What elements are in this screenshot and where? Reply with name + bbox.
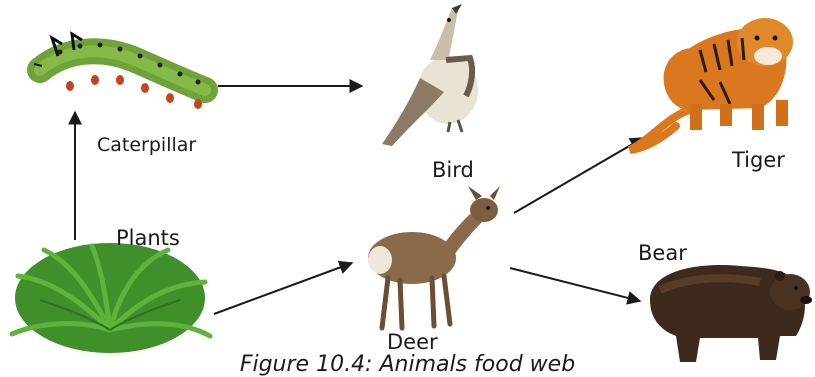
caterpillar-label: Caterpillar bbox=[97, 134, 197, 156]
deer-label: Deer bbox=[387, 330, 438, 354]
bird-icon bbox=[382, 4, 478, 146]
bird-label: Bird bbox=[432, 158, 474, 182]
caterpillar-icon bbox=[27, 31, 218, 109]
plants-icon bbox=[9, 243, 213, 353]
bear-icon bbox=[650, 265, 812, 362]
figure-caption: Figure 10.4: Animals food web bbox=[239, 352, 576, 377]
arrow-deer-to-bear bbox=[509, 267, 642, 305]
arrow-deer-to-tiger bbox=[513, 137, 645, 214]
bear-label: Bear bbox=[638, 241, 687, 265]
arrow-plants-to-deer bbox=[213, 260, 354, 315]
deer-icon bbox=[368, 186, 500, 331]
plants-label: Plants bbox=[116, 226, 180, 250]
tiger-label: Tiger bbox=[732, 148, 785, 172]
tiger-icon bbox=[628, 18, 793, 154]
